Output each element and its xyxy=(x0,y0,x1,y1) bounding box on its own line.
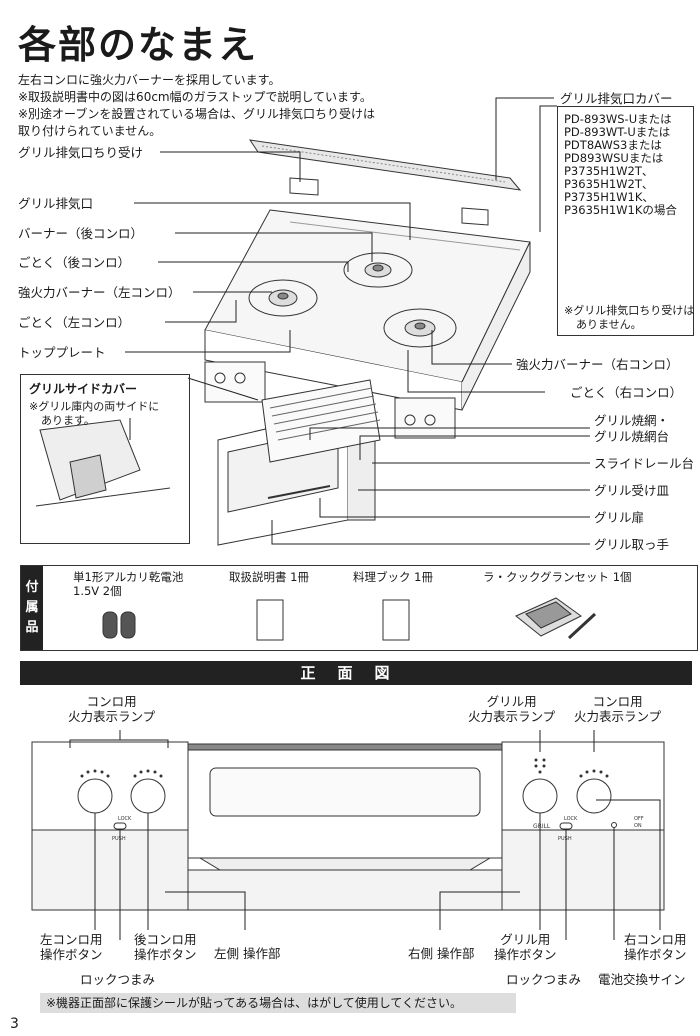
label-grill-pan: グリル受け皿 xyxy=(594,483,670,498)
knob-right xyxy=(576,778,612,814)
label-lock-right: ロックつまみ xyxy=(506,972,582,987)
burner-rear xyxy=(343,252,413,288)
label-strong-burner-right: 強火力バーナー（右コンロ） xyxy=(516,357,679,372)
label-lamp-grill: グリル用火力表示ランプ xyxy=(468,694,556,724)
page-title: 各部のなまえ xyxy=(18,23,259,67)
label-grill-handle: グリル取っ手 xyxy=(594,537,670,552)
cookbook-icon xyxy=(382,599,410,641)
label-strong-burner-left: 強火力バーナー（左コンロ） xyxy=(18,285,181,300)
accessories-box: 付 属 品 単1形アルカリ乾電池 1.5V 2個 取扱説明書 1冊 料理ブック … xyxy=(20,565,698,651)
side-cover-note: ※グリル庫内の両サイドに xyxy=(29,400,160,413)
label-grill-exhaust: グリル排気口 xyxy=(18,196,94,211)
burner-right xyxy=(383,308,457,348)
accessories-tag: 付 属 品 xyxy=(21,566,43,650)
model-line: PDT8AWS3または xyxy=(564,138,662,152)
label-trivet-right: ごとく（右コンロ） xyxy=(570,385,683,400)
models-box: PD-893WS-Uまたは PD-893WT-Uまたは PDT8AWS3または … xyxy=(557,106,694,336)
accessory-illustrations xyxy=(102,597,597,641)
label-top-plate: トッププレート xyxy=(18,345,106,360)
label-lock-left: ロックつまみ xyxy=(80,972,156,987)
intro-line: ※別途オーブンを設置されている場合は、グリル排気口ちり受けは xyxy=(18,107,375,121)
label-grill-dust-tray: グリル排気口ちり受け xyxy=(18,145,144,160)
accessory-batteries: 単1形アルカリ乾電池 1.5V 2個 xyxy=(73,570,184,598)
model-line: P3635H1W1Kの場合 xyxy=(564,203,677,217)
footer-note: ※機器正面部に保護シールが貼ってある場合は、はがして使用してください。 xyxy=(40,993,516,1013)
intro-line: ※取扱説明書中の図は60cm幅のガラストップで説明しています。 xyxy=(18,90,372,104)
label-btn-right: 右コンロ用操作ボタン xyxy=(624,932,687,962)
manual-icon xyxy=(256,599,284,641)
push-text-left: PUSH xyxy=(112,836,126,842)
side-cover-box: グリルサイドカバー ※グリル庫内の両サイドに あります。 xyxy=(20,374,190,544)
grill-knob-text: GRILL xyxy=(533,823,551,830)
label-grill-grate-1: グリル焼網・ xyxy=(594,413,670,428)
off-text: OFF xyxy=(634,816,644,822)
model-line: PD-893WT-Uまたは xyxy=(564,125,671,139)
models-note: ありません。 xyxy=(576,318,642,331)
push-text-right: PUSH xyxy=(558,836,572,842)
label-trivet-left: ごとく（左コンロ） xyxy=(18,315,131,330)
battery-icon xyxy=(120,611,136,639)
model-line: P3735H1W1K、 xyxy=(564,190,654,204)
label-grill-door: グリル扉 xyxy=(594,510,645,525)
model-line: PD-893WS-Uまたは xyxy=(564,112,672,126)
lock-text-right: LOCK xyxy=(564,816,578,822)
label-trivet-rear: ごとく（後コンロ） xyxy=(18,255,131,270)
side-cover-title: グリルサイドカバー xyxy=(29,382,138,396)
label-grill-exhaust-cover: グリル排気口カバー xyxy=(560,91,673,106)
knob-grill xyxy=(522,778,558,814)
label-battery-sign: 電池交換サイン xyxy=(598,972,686,987)
label-btn-rear: 後コンロ用操作ボタン xyxy=(134,932,197,962)
accessory-cookbook: 料理ブック 1冊 xyxy=(353,570,433,584)
burner-left xyxy=(248,279,318,317)
front-view-heading: 正面図 xyxy=(20,661,692,685)
intro-line: 左右コンロに強火力バーナーを採用しています。 xyxy=(18,73,281,87)
model-line: PD893WSUまたは xyxy=(564,151,664,165)
label-panel-left: 左側 操作部 xyxy=(214,946,281,961)
lock-text-left: LOCK xyxy=(118,816,132,822)
accessory-grill-set: ラ・クックグランセット 1個 xyxy=(483,570,632,584)
label-panel-right: 右側 操作部 xyxy=(408,946,475,961)
models-note: ※グリル排気口ちり受けは xyxy=(564,304,695,317)
label-btn-grill: グリル用操作ボタン xyxy=(494,932,557,962)
model-line: P3735H1W2T、 xyxy=(564,164,654,178)
label-burner-rear: バーナー（後コンロ） xyxy=(18,226,144,241)
label-lamp-left: コンロ用火力表示ランプ xyxy=(68,694,156,724)
left-control-panel xyxy=(31,741,189,831)
battery-lamp xyxy=(611,822,617,828)
cooktop-illustration xyxy=(35,97,669,546)
label-grill-grate-2: グリル焼網台 xyxy=(594,429,670,444)
label-slide-rail: スライドレール台 xyxy=(594,456,695,471)
battery-icon xyxy=(102,611,118,639)
intro-line: 取り付けられていません。 xyxy=(18,124,162,138)
label-lamp-right: コンロ用火力表示ランプ xyxy=(574,694,662,724)
knob-left xyxy=(77,778,113,814)
knob-rear xyxy=(130,778,166,814)
front-view-illustration: GRILL LOCK PUSH LOCK PUSH OFF ON xyxy=(31,730,665,940)
label-btn-left: 左コンロ用操作ボタン xyxy=(40,932,103,962)
side-cover-note: あります。 xyxy=(41,414,95,427)
accessory-manual: 取扱説明書 1冊 xyxy=(229,570,309,584)
on-text: ON xyxy=(634,823,642,829)
page-number: 3 xyxy=(10,1016,19,1032)
intro-text: 左右コンロに強火力バーナーを採用しています。 ※取扱説明書中の図は60cm幅のガ… xyxy=(18,72,428,140)
model-line: P3635H1W2T、 xyxy=(564,177,654,191)
